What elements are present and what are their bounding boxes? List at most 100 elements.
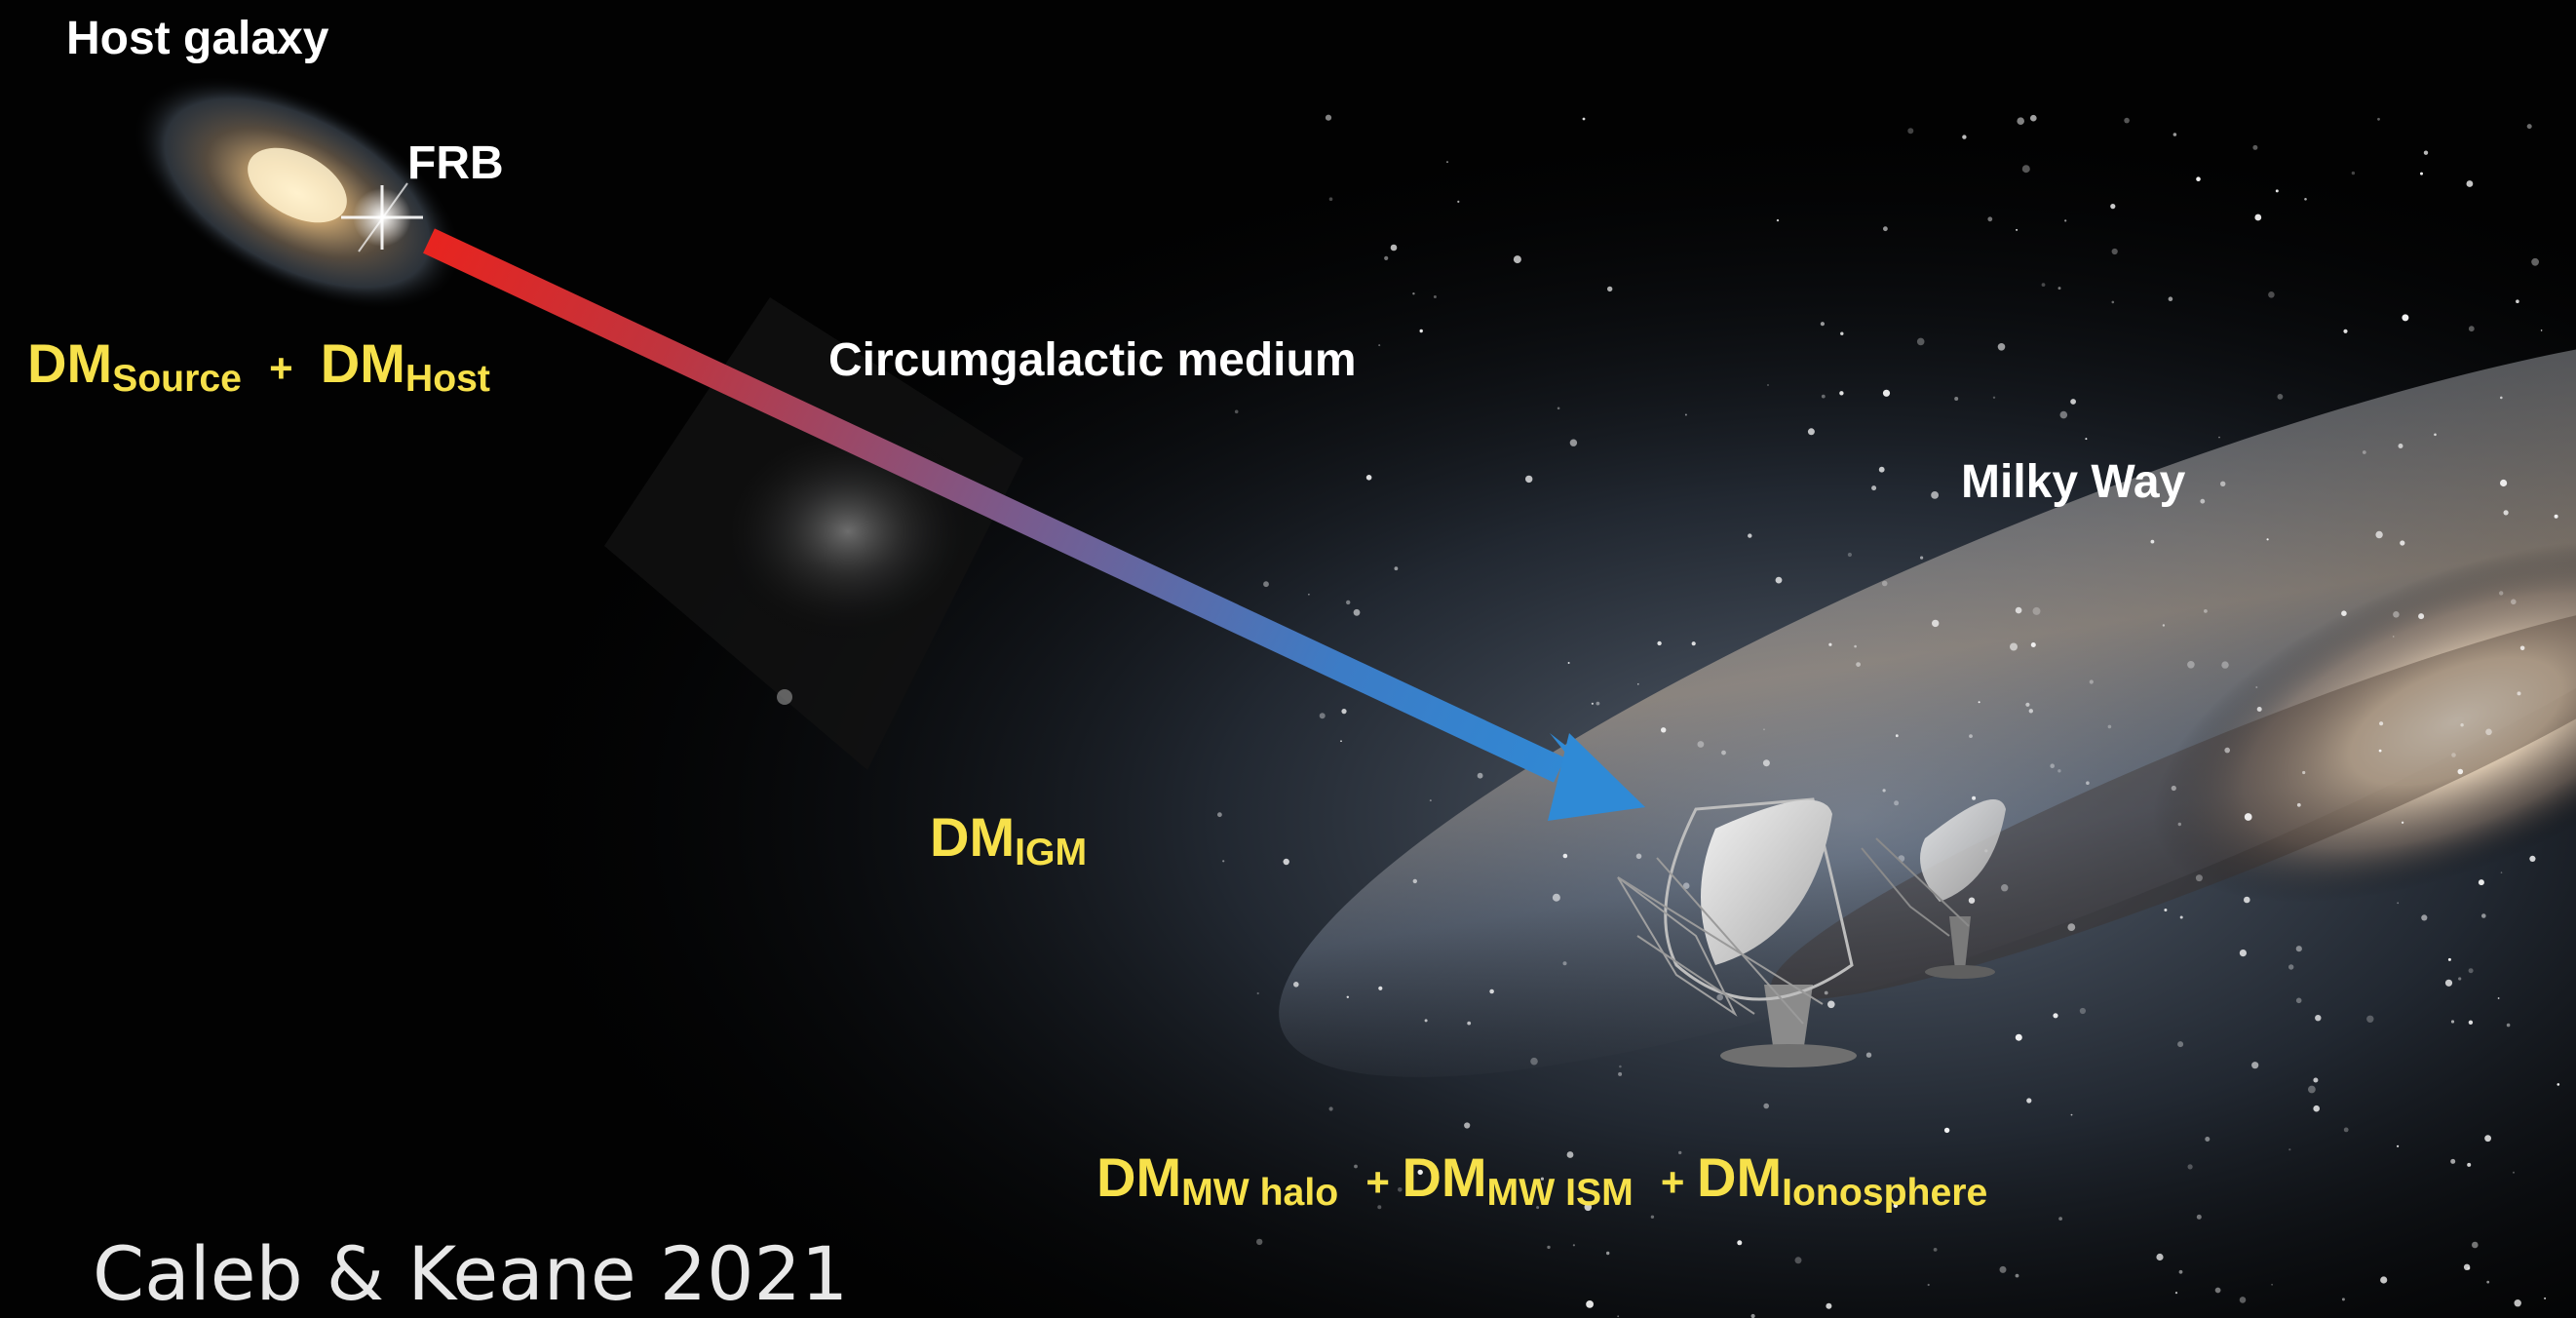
star — [1328, 197, 1333, 201]
star — [2187, 1164, 2193, 1170]
star — [1596, 701, 1600, 706]
star — [2058, 1217, 2063, 1221]
star — [1412, 878, 1418, 884]
star — [1340, 740, 1342, 742]
star — [2467, 1266, 2471, 1270]
star — [1997, 343, 2006, 351]
star — [1412, 292, 1415, 295]
star — [2070, 399, 2077, 405]
star — [1606, 1251, 1610, 1256]
star — [1882, 789, 1886, 793]
star — [1776, 218, 1780, 222]
star — [1446, 161, 1448, 164]
star — [1894, 800, 1900, 806]
star — [2529, 855, 2536, 863]
star — [2001, 884, 2009, 892]
star — [1775, 576, 1783, 584]
star — [1384, 255, 1389, 260]
star — [2444, 979, 2453, 987]
star — [1536, 1206, 1540, 1210]
star — [2070, 1113, 2073, 1116]
star — [2177, 822, 2181, 827]
star — [2341, 610, 2347, 616]
star — [2107, 724, 2112, 729]
star — [2467, 1162, 2472, 1167]
star — [1325, 114, 1332, 121]
star — [1217, 812, 1222, 818]
star — [2519, 645, 2525, 651]
star — [2397, 1144, 2400, 1147]
star — [1657, 640, 1662, 646]
star — [2304, 198, 2307, 201]
star — [1354, 1164, 1358, 1169]
star — [2421, 914, 2428, 921]
star — [1954, 397, 1959, 401]
star — [1525, 475, 1533, 484]
star — [2513, 1171, 2515, 1174]
star — [1999, 1265, 2007, 1273]
star — [2499, 591, 2504, 596]
star — [1737, 1240, 1743, 1246]
star — [1378, 986, 1383, 990]
star — [2089, 679, 2094, 684]
star — [1932, 619, 1940, 628]
star — [1419, 329, 1423, 333]
star — [2156, 1253, 2164, 1261]
star — [2497, 997, 2500, 999]
star — [2032, 606, 2041, 615]
star — [2481, 913, 2486, 918]
star — [1854, 644, 1857, 648]
star — [2111, 300, 2115, 304]
star — [2343, 329, 2348, 333]
circumgalactic-medium-label: Circumgalactic medium — [828, 334, 1357, 386]
star — [1820, 322, 1825, 327]
dm-igm-subscript: IGM — [1015, 831, 1088, 873]
star — [2059, 410, 2068, 419]
star — [1263, 581, 1269, 588]
star — [2030, 642, 2036, 647]
star — [2178, 1269, 2183, 1274]
star — [2557, 1083, 2560, 1086]
star — [2458, 977, 2462, 981]
star — [2204, 609, 2208, 613]
star — [1762, 759, 1770, 767]
star — [2485, 728, 2492, 736]
star — [2392, 636, 2395, 638]
star — [2196, 1214, 2202, 1220]
star — [2239, 1297, 2247, 1303]
star — [2315, 1015, 2322, 1022]
star — [2205, 1137, 2211, 1142]
star — [2221, 661, 2229, 669]
star — [1283, 858, 1289, 866]
star — [1346, 600, 1351, 605]
star — [1328, 1106, 1333, 1111]
star — [1883, 226, 1888, 232]
star — [2401, 821, 2404, 824]
dm-igm-equation: DMIGM — [930, 805, 1087, 873]
star — [1547, 1245, 1551, 1250]
star — [1582, 117, 1586, 121]
star — [1962, 135, 1967, 139]
star — [1893, 1203, 1899, 1208]
star — [2341, 1298, 2345, 1301]
star — [1881, 580, 1888, 587]
star — [1992, 396, 1996, 399]
star — [1390, 244, 1398, 252]
star — [2174, 1292, 2178, 1295]
star — [1978, 701, 1980, 704]
star — [1346, 995, 1350, 998]
star — [2275, 189, 2279, 193]
star — [2380, 1276, 2388, 1284]
star — [2506, 1023, 2511, 1027]
star — [2196, 176, 2201, 181]
star — [2451, 753, 2456, 757]
star — [1308, 594, 1310, 596]
star — [1378, 344, 1381, 347]
star — [2255, 686, 2258, 688]
star — [2375, 530, 2383, 539]
star — [2500, 396, 2503, 400]
star — [1234, 409, 1239, 414]
star — [1933, 1248, 1938, 1252]
star — [2111, 248, 2118, 255]
star — [2343, 1127, 2349, 1133]
